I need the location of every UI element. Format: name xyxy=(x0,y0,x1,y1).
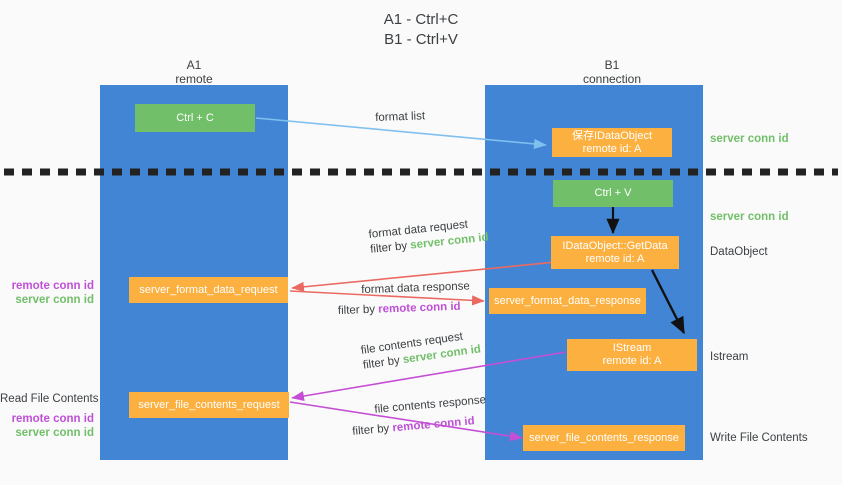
caption-format-data-response: format data response filter by remote co… xyxy=(337,279,471,319)
node-ctrl-c[interactable]: Ctrl + C xyxy=(135,104,255,132)
node-server-file-contents-response[interactable]: server_file_contents_response xyxy=(523,425,685,451)
node-ctrl-v-label: Ctrl + V xyxy=(594,187,632,199)
label-right-server-conn-id-top: server conn id xyxy=(710,133,789,145)
caption-format-data-response-line2: filter by remote conn id xyxy=(338,294,471,319)
filter-prefix: filter by xyxy=(351,422,393,438)
node-server-file-contents-request-label: server_file_contents_request xyxy=(138,398,280,411)
label-left-remote-conn-id-2: remote conn id xyxy=(11,413,94,425)
filter-prefix: filter by xyxy=(369,239,411,256)
node-server-format-data-request[interactable]: server_format_data_request xyxy=(129,277,288,303)
node-getdata-line2: remote id: A xyxy=(585,252,645,265)
node-istream-line1: IStream xyxy=(612,342,652,354)
node-server-file-contents-response-label: server_file_contents_response xyxy=(529,431,679,444)
node-istream[interactable]: IStream remote id: A xyxy=(567,339,697,371)
node-ctrl-v[interactable]: Ctrl + V xyxy=(553,180,673,207)
node-server-file-contents-request[interactable]: server_file_contents_request xyxy=(129,392,289,418)
node-server-format-data-response[interactable]: server_format_data_response xyxy=(489,288,646,314)
node-ctrl-c-label: Ctrl + C xyxy=(176,111,214,124)
label-left-remote-conn-id-1: remote conn id xyxy=(11,280,94,292)
column-header-b1: B1 connection xyxy=(552,58,672,86)
column-b1-name: B1 xyxy=(604,58,620,72)
column-header-a1: A1 remote xyxy=(134,58,254,86)
node-istream-line2: remote id: A xyxy=(602,355,662,367)
label-right-dataobject: DataObject xyxy=(710,246,768,258)
caption-file-contents-request: file contents request filter by server c… xyxy=(360,327,482,373)
title-line-1: A1 - Ctrl+C xyxy=(383,11,459,28)
node-save-idataobject-line1: 保存IDataObject xyxy=(571,129,653,142)
column-a1-name: A1 xyxy=(186,58,202,72)
label-right-write-file-contents: Write File Contents xyxy=(710,432,808,444)
node-getdata-line1: IDataObject::GetData xyxy=(562,239,668,252)
label-left-server-conn-id-1: server conn id xyxy=(15,294,94,306)
column-a1-sub: remote xyxy=(175,72,213,86)
label-right-istream: Istream xyxy=(710,351,749,363)
caption-file-contents-response: file contents response filter by remote … xyxy=(350,393,488,440)
column-b1-sub: connection xyxy=(582,72,642,86)
filter-value-remote-conn-id: remote conn id xyxy=(391,415,476,435)
caption-format-list: format list xyxy=(375,109,425,126)
label-left-server-conn-id-2: server conn id xyxy=(15,427,94,439)
caption-format-data-request: format data request filter by server con… xyxy=(368,216,489,258)
filter-prefix: filter by xyxy=(362,354,404,372)
filter-value-remote-conn-id: remote conn id xyxy=(377,300,461,316)
caption-format-list-text: format list xyxy=(375,110,426,124)
node-save-idataobject-line2: remote id: A xyxy=(582,142,642,155)
diagram-title: A1 - Ctrl+C B1 - Ctrl+V xyxy=(0,10,842,50)
title-line-2: B1 - Ctrl+V xyxy=(384,31,458,48)
node-save-idataobject[interactable]: 保存IDataObject remote id: A xyxy=(552,128,672,157)
node-idataobject-getdata[interactable]: IDataObject::GetData remote id: A xyxy=(551,236,679,269)
node-server-format-data-request-label: server_format_data_request xyxy=(139,283,278,296)
label-left-read-file-contents: Read File Contents xyxy=(0,393,99,405)
node-server-format-data-response-label: server_format_data_response xyxy=(494,294,641,307)
filter-prefix: filter by xyxy=(337,303,379,317)
label-right-server-conn-id-mid: server conn id xyxy=(710,211,789,223)
